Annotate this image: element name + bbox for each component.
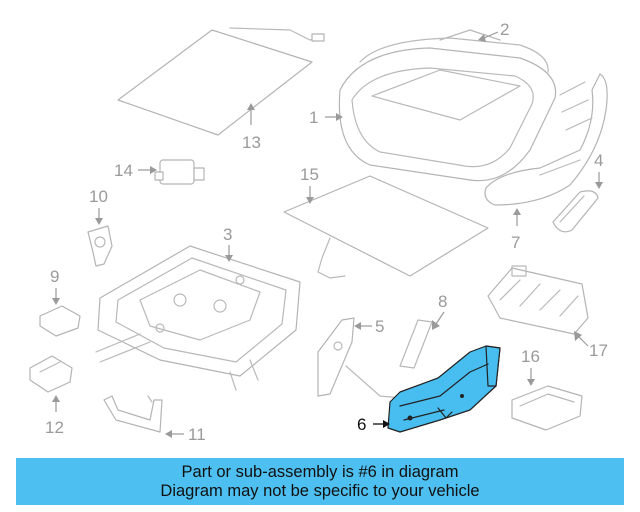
callout-10: 10 <box>89 187 108 206</box>
part-info-banner: Part or sub-assembly is #6 in diagram Di… <box>16 458 624 505</box>
part-15-mat <box>283 175 489 279</box>
part-2-seat-cover <box>359 29 549 73</box>
part-17-switch-assembly <box>487 265 589 335</box>
part-6-highlighted[interactable] <box>387 345 501 433</box>
part-13-heater-pad <box>117 27 325 136</box>
callout-2: 2 <box>500 20 509 39</box>
callout-16: 16 <box>521 347 540 366</box>
callout-4: 4 <box>594 151 603 170</box>
callout-3: 3 <box>223 225 232 244</box>
callout-17: 17 <box>589 341 608 360</box>
part-9-cap <box>39 305 81 337</box>
callout-6: 6 <box>357 415 366 434</box>
callout-8: 8 <box>438 292 447 311</box>
banner-line-disclaimer: Diagram may not be specific to your vehi… <box>160 481 480 500</box>
callout-14: 14 <box>114 161 133 180</box>
part-8-wire <box>399 319 433 369</box>
callout-13: 13 <box>242 133 261 152</box>
part-12-bracket <box>29 355 73 393</box>
part-10-clip <box>87 225 113 267</box>
part-11-bracket <box>103 395 163 433</box>
callout-5: 5 <box>375 317 384 336</box>
part-14-module <box>154 159 205 185</box>
part-16-control-module <box>511 385 583 431</box>
part-1-cushion-pad <box>338 47 557 182</box>
callout-15: 15 <box>300 165 319 184</box>
part-4-lever-cover <box>552 190 599 233</box>
callout-11: 11 <box>188 425 206 444</box>
part-5-plate <box>317 317 403 399</box>
callout-1: 1 <box>309 108 318 127</box>
callout-7: 7 <box>511 233 520 252</box>
banner-line-part: Part or sub-assembly is #6 in diagram <box>181 462 459 481</box>
part-7-side-shield <box>484 73 608 206</box>
parts-diagram: 13 1 2 7 4 14 15 <box>29 20 608 444</box>
callout-12: 12 <box>45 418 64 437</box>
part-3-seat-frame <box>95 245 301 391</box>
callout-9: 9 <box>50 267 59 286</box>
